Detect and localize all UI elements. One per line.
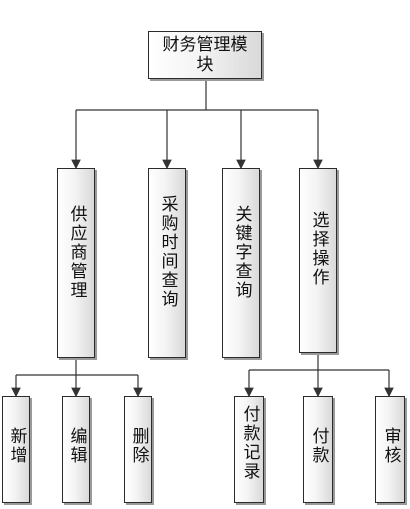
node-supplier-management-label: 供应商管理 [66, 205, 87, 300]
node-review-label: 审核 [380, 427, 401, 465]
node-delete: 删除 [124, 396, 152, 503]
node-review: 审核 [375, 396, 405, 503]
node-purchase-time-query-label: 采购时间查询 [157, 195, 178, 309]
node-purchase-time-query: 采购时间查询 [148, 168, 186, 358]
node-supplier-management: 供应商管理 [57, 168, 95, 358]
root-node: 财务管理模块 [148, 31, 262, 79]
node-select-operation-label: 选择操作 [308, 211, 329, 287]
node-edit: 编辑 [62, 396, 90, 503]
node-keyword-query: 关键字查询 [222, 168, 260, 358]
node-payment: 付款 [303, 396, 333, 503]
node-payment-record: 付款记录 [234, 396, 264, 503]
root-node-label: 财务管理模块 [162, 35, 248, 75]
node-keyword-query-label: 关键字查询 [231, 205, 252, 300]
node-add-label: 新增 [6, 427, 27, 465]
node-add: 新增 [2, 396, 30, 503]
node-payment-record-label: 付款记录 [239, 405, 260, 481]
node-delete-label: 删除 [128, 427, 149, 465]
node-select-operation: 选择操作 [299, 168, 337, 353]
node-payment-label: 付款 [308, 427, 329, 465]
node-edit-label: 编辑 [66, 427, 87, 465]
